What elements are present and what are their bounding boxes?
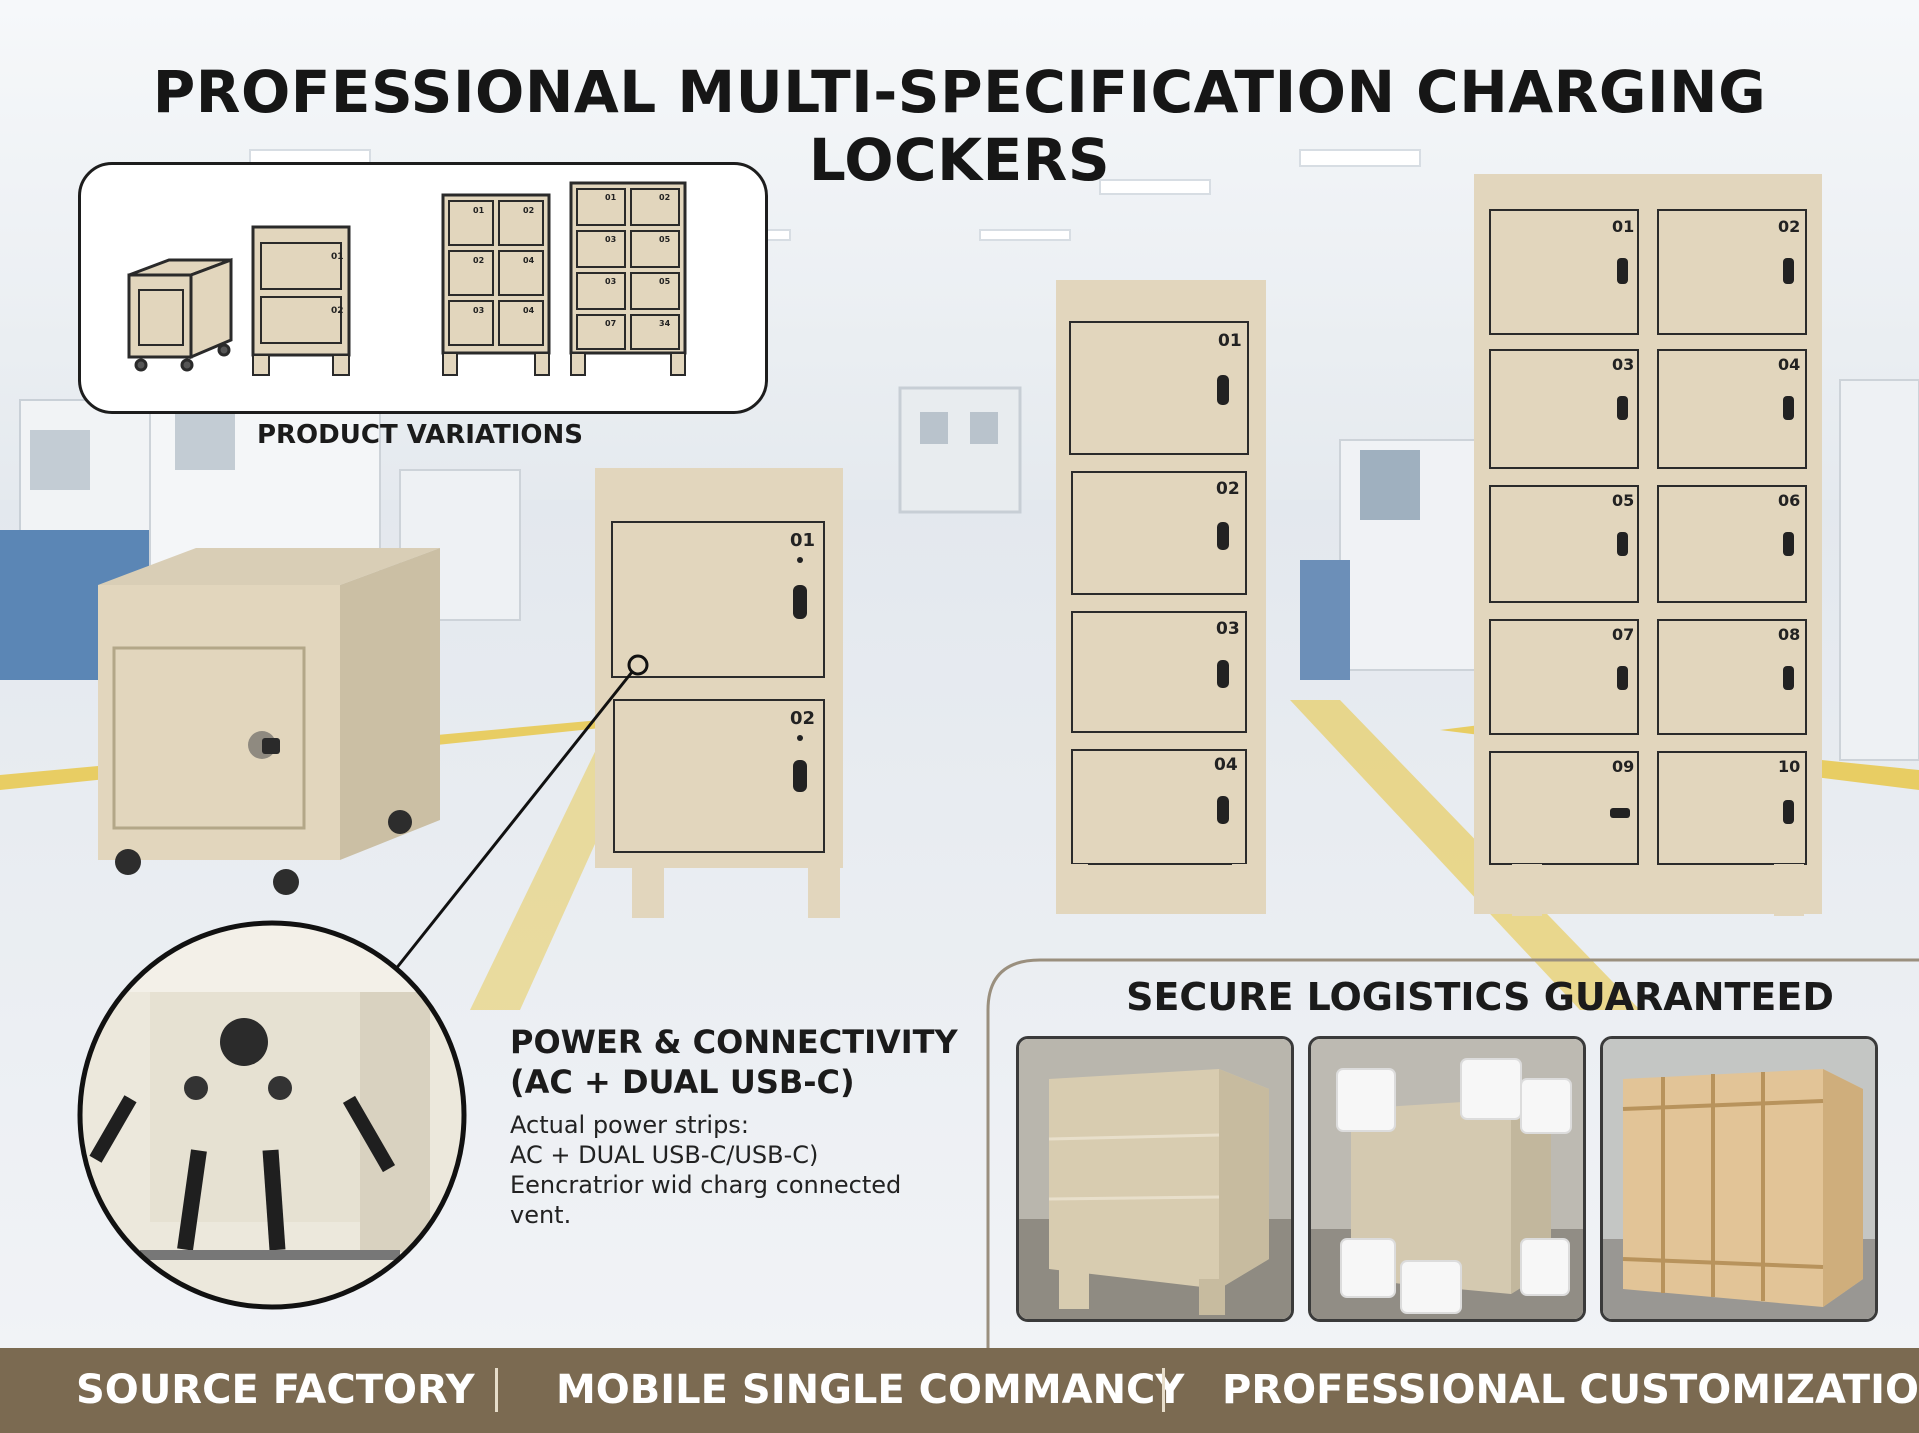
callout-line xyxy=(393,671,634,971)
variation-door-label: 04 xyxy=(523,306,535,315)
locker-door-number: 08 xyxy=(1778,625,1800,644)
packaging-photo-wrapped xyxy=(1016,1036,1294,1322)
variation-door-label: 05 xyxy=(659,235,671,244)
power-text-line: AC + DUAL USB-C/USB-C) xyxy=(510,1141,819,1169)
logistics-title: SECURE LOGISTICS GUARANTEED xyxy=(1126,975,1834,1019)
locker-door-number: 01 xyxy=(1612,217,1634,236)
footer-divider xyxy=(1162,1368,1165,1412)
power-text-line: vent. xyxy=(510,1201,572,1229)
power-title-line: (AC + DUAL USB-C) xyxy=(510,1063,855,1101)
lockers-illustration: 01 02 01 02 03 04 01 xyxy=(77,174,1919,1348)
two-door-locker: 01 02 xyxy=(393,468,843,971)
variation-door-label: 01 xyxy=(605,193,617,202)
power-title-line: POWER & CONNECTIVITY xyxy=(510,1023,958,1061)
locker-door-number: 04 xyxy=(1214,755,1238,775)
power-connectivity-title: POWER & CONNECTIVITY (AC + DUAL USB-C) xyxy=(510,1022,970,1102)
lock-handle-icon xyxy=(793,585,807,619)
variation-door-label: 01 xyxy=(331,252,344,262)
power-text-line: Actual power strips: xyxy=(510,1111,749,1139)
variation-door-label: 05 xyxy=(659,277,671,286)
product-variations-panel: 01 02 01 02 02 04 03 04 xyxy=(78,162,768,414)
packaging-photo-crate xyxy=(1600,1036,1878,1322)
variation-two-door: 01 02 xyxy=(251,225,351,376)
locker-door-number: 06 xyxy=(1778,491,1800,510)
usb-port-icon xyxy=(184,1076,208,1100)
variation-door-label: 02 xyxy=(473,256,484,265)
variation-six-door: 01 02 02 04 03 04 xyxy=(441,193,551,376)
logistics-panel-outline xyxy=(986,958,1919,1348)
locker-door-number: 10 xyxy=(1778,757,1800,776)
locker-door-number: 02 xyxy=(1778,217,1800,236)
locker-door-number: 01 xyxy=(790,530,815,551)
variation-drawings: 01 02 01 02 02 04 03 04 xyxy=(127,181,687,376)
variation-door-label: 02 xyxy=(331,306,344,316)
variation-door-label: 07 xyxy=(605,319,616,328)
usb-port-icon xyxy=(268,1076,292,1100)
locker-door-number: 01 xyxy=(1218,331,1242,351)
variation-eight-door: 01 02 03 05 03 05 07 34 xyxy=(569,181,687,376)
locker-door-number: 03 xyxy=(1612,355,1634,374)
footer-divider xyxy=(495,1368,498,1412)
ten-door-locker: 01 02 03 04 05 06 07 08 09 10 xyxy=(1474,174,1822,916)
locker-door-number: 04 xyxy=(1778,355,1800,374)
four-door-locker: 01 02 03 04 xyxy=(1056,280,1266,914)
footer-item-source-factory: SOURCE FACTORY xyxy=(76,1367,475,1413)
locker-door-number: 07 xyxy=(1612,625,1634,644)
interior-closeup xyxy=(77,920,467,1310)
variation-mobile-cube xyxy=(127,257,233,372)
variation-door-label: 03 xyxy=(605,235,616,244)
variation-door-label: 01 xyxy=(473,206,485,215)
locker-door-number: 02 xyxy=(1216,479,1240,499)
variation-door-label: 03 xyxy=(605,277,616,286)
footer-item-customization: PROFESSIONAL CUSTOMIZATION xyxy=(1222,1367,1919,1413)
power-connectivity-description: Actual power strips: AC + DUAL USB-C/USB… xyxy=(510,1110,970,1230)
lock-handle-icon xyxy=(793,760,807,792)
variation-door-label: 04 xyxy=(523,256,535,265)
callout-marker xyxy=(627,654,649,676)
packaging-photo-foam xyxy=(1308,1036,1586,1322)
locker-door-number: 02 xyxy=(790,708,815,729)
fan-icon xyxy=(220,1018,268,1066)
locker-door-number: 03 xyxy=(1216,619,1240,639)
product-variations-label: PRODUCT VARIATIONS xyxy=(256,420,583,450)
mobile-cube-locker xyxy=(98,548,440,895)
locker-door-number: 05 xyxy=(1612,491,1634,510)
footer-item-mobile-single: MOBILE SINGLE COMMANCY xyxy=(556,1367,1185,1413)
footer-bar xyxy=(0,1348,1919,1433)
locker-door-number: 09 xyxy=(1612,757,1634,776)
page-title: PROFESSIONAL MULTI-SPECIFICATION CHARGIN… xyxy=(152,58,1767,194)
caster-wheel-icon xyxy=(115,810,412,895)
power-text-line: Eencratrior wid charg connected xyxy=(510,1171,902,1199)
variation-door-label: 34 xyxy=(659,319,671,328)
variation-door-label: 02 xyxy=(659,193,670,202)
variation-door-label: 03 xyxy=(473,306,484,315)
variation-door-label: 02 xyxy=(523,206,534,215)
